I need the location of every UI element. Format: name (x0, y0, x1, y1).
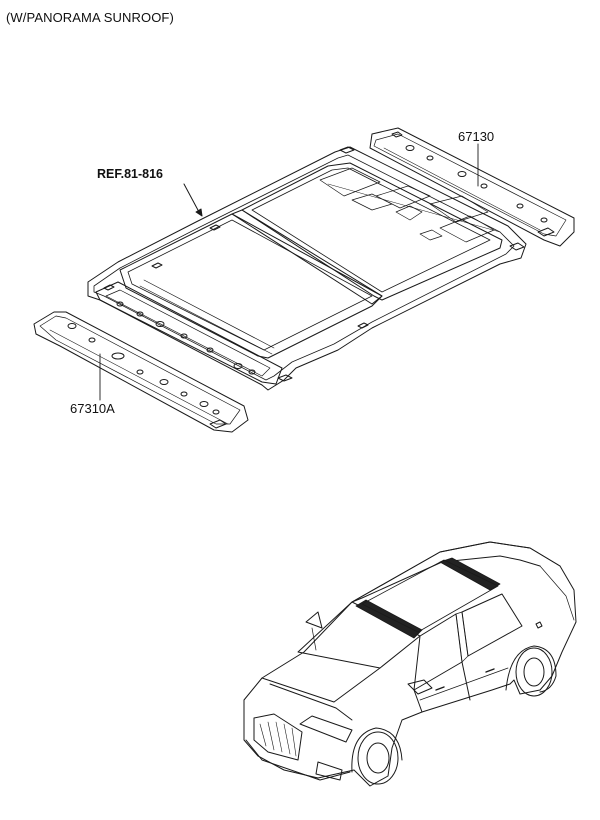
roof-panel-drawing (87, 146, 527, 391)
front-roof-rail-drawing (33, 311, 249, 433)
reference-leader-line (183, 183, 200, 213)
reference-label: REF.81-816 (97, 167, 164, 181)
part-number-67310a: 67310A (70, 401, 115, 416)
part-number-67130: 67130 (458, 129, 495, 144)
diagram-caption: (W/PANORAMA SUNROOF) (6, 10, 174, 25)
car-illustration (243, 541, 577, 787)
rear-roof-rail-drawing (369, 127, 575, 247)
reference-arrowhead (195, 208, 203, 217)
